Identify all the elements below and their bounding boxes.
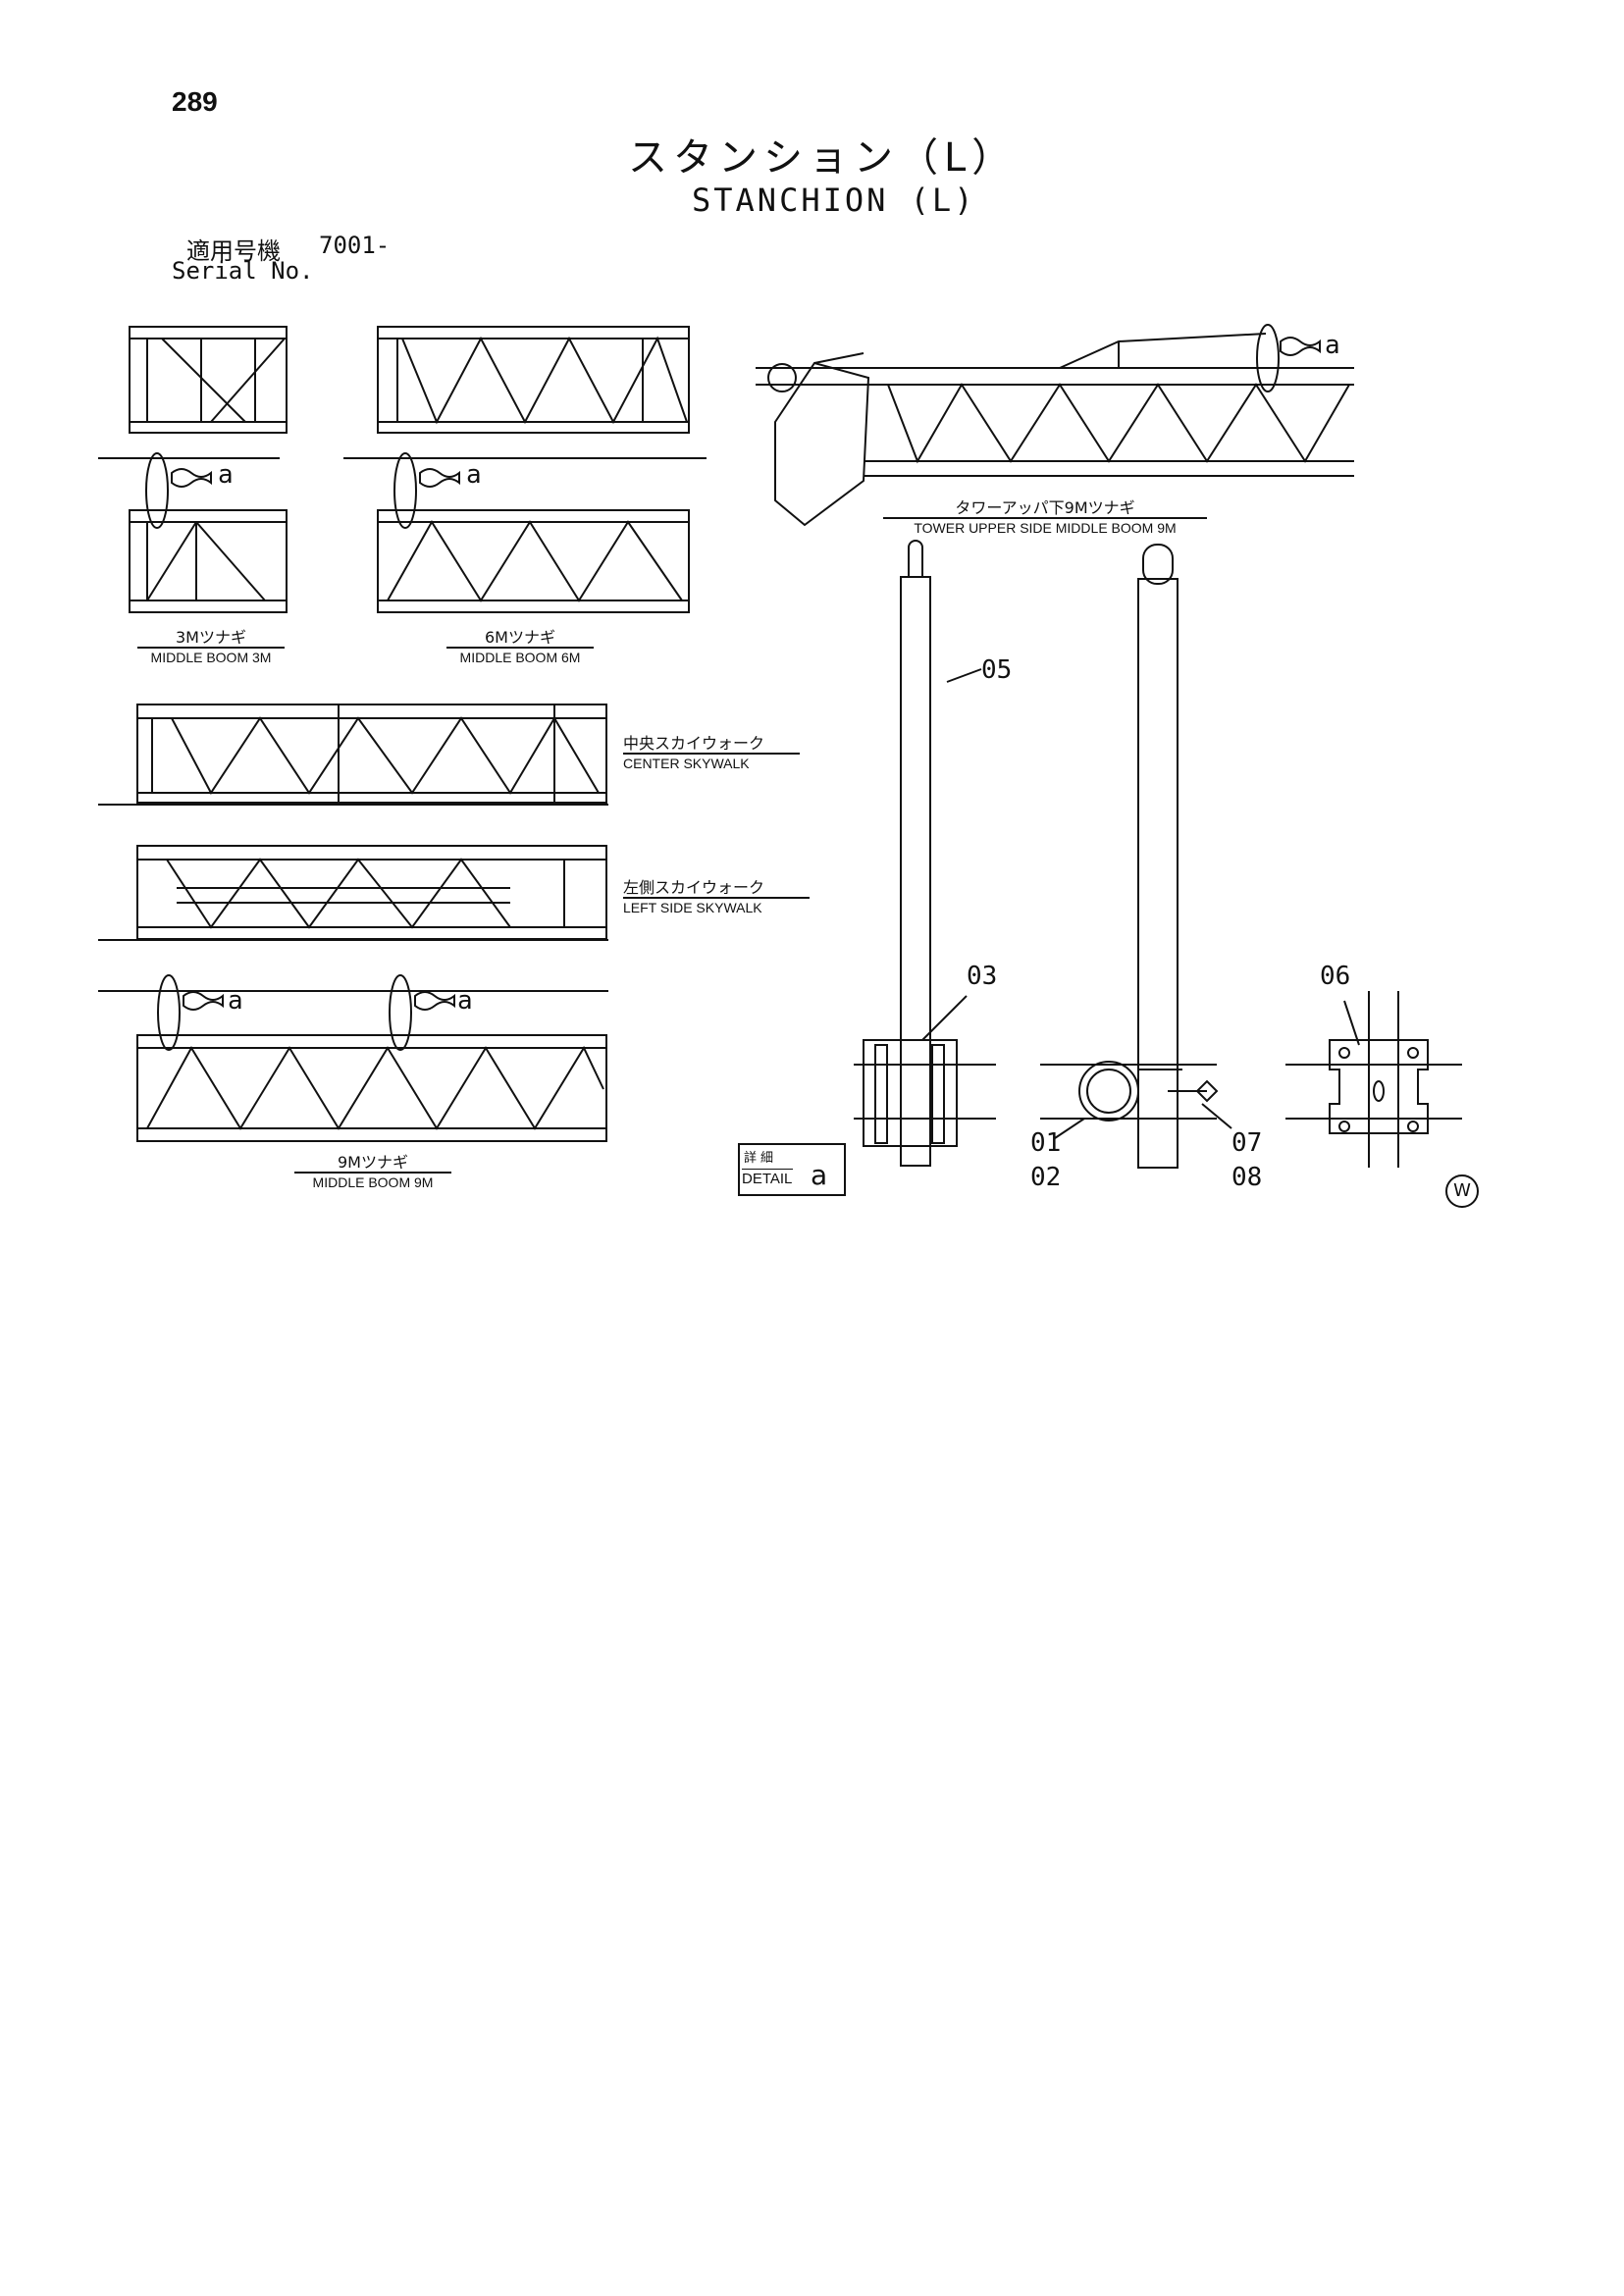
detail-a-label: a (228, 986, 243, 1016)
left-skywalk-view (98, 845, 608, 941)
stanchion-side-view (1040, 544, 1232, 1169)
caption-boom-6m: 6Mツナギ MIDDLE BOOM 6M (446, 628, 594, 665)
tower-upper-boom-view (756, 324, 1354, 527)
detail-box-en: DETAIL (742, 1169, 793, 1187)
detail-a-marker (171, 468, 212, 488)
serial-value: 7001- (319, 232, 391, 259)
detail-a-label: a (457, 986, 473, 1016)
detail-a-label: a (218, 460, 234, 490)
detail-box-letter: a (811, 1159, 828, 1191)
caption-boom-9m: 9Mツナギ MIDDLE BOOM 9M (294, 1153, 451, 1190)
tower-head-frame (774, 361, 870, 527)
page-title-en: STANCHION (L) (692, 182, 976, 219)
part-callout-07: 07 (1231, 1128, 1263, 1158)
stanchion-end-view (1285, 991, 1462, 1168)
watermark-circle-w: W (1445, 1174, 1479, 1208)
caption-tower-upper: タワーアッパ下9Mツナギ TOWER UPPER SIDE MIDDLE BOO… (883, 498, 1207, 536)
leader-06 (1343, 1000, 1360, 1046)
page-title-jp: スタンション（L） (628, 135, 1018, 181)
caption-boom-3m: 3Mツナギ MIDDLE BOOM 3M (137, 628, 285, 665)
sheave-icon (767, 363, 797, 392)
serial-label-en: Serial No. (172, 257, 314, 285)
boom-6m-side-view (377, 452, 690, 613)
stanchion-front-view (854, 540, 996, 1167)
leader-07 (1201, 1103, 1232, 1129)
detail-a-box: 詳細 DETAIL a (738, 1143, 846, 1196)
center-skywalk-view (98, 704, 608, 806)
caption-left-skywalk: 左側スカイウォーク LEFT SIDE SKYWALK (623, 878, 810, 915)
page-number: 289 (172, 86, 218, 117)
boom-3m-side-view (129, 452, 288, 613)
detail-box-jp: 詳細 (744, 1151, 778, 1166)
caption-center-skywalk: 中央スカイウォーク CENTER SKYWALK (623, 734, 800, 771)
leader-05 (946, 668, 982, 683)
detail-a-marker (419, 468, 460, 488)
leader-01 (1054, 1118, 1085, 1139)
detail-a-label: a (1325, 331, 1340, 360)
detail-a-marker (414, 991, 455, 1011)
boom-3m-top-view (129, 326, 288, 434)
part-callout-03: 03 (967, 962, 998, 991)
part-callout-06: 06 (1320, 962, 1351, 991)
serial-label-jp: 適用号機 (186, 237, 281, 265)
part-callout-01: 01 (1030, 1128, 1062, 1158)
boom-6m-top-view (377, 326, 690, 434)
detail-a-marker (1280, 337, 1321, 356)
part-callout-08: 08 (1231, 1163, 1263, 1192)
wing-bolt-icon (1195, 1079, 1219, 1103)
boom-9m-view (98, 974, 608, 1142)
part-callout-02: 02 (1030, 1163, 1062, 1192)
detail-a-label: a (466, 460, 482, 490)
detail-a-marker (183, 991, 224, 1011)
leader-03 (921, 995, 968, 1041)
part-callout-05: 05 (981, 655, 1013, 685)
